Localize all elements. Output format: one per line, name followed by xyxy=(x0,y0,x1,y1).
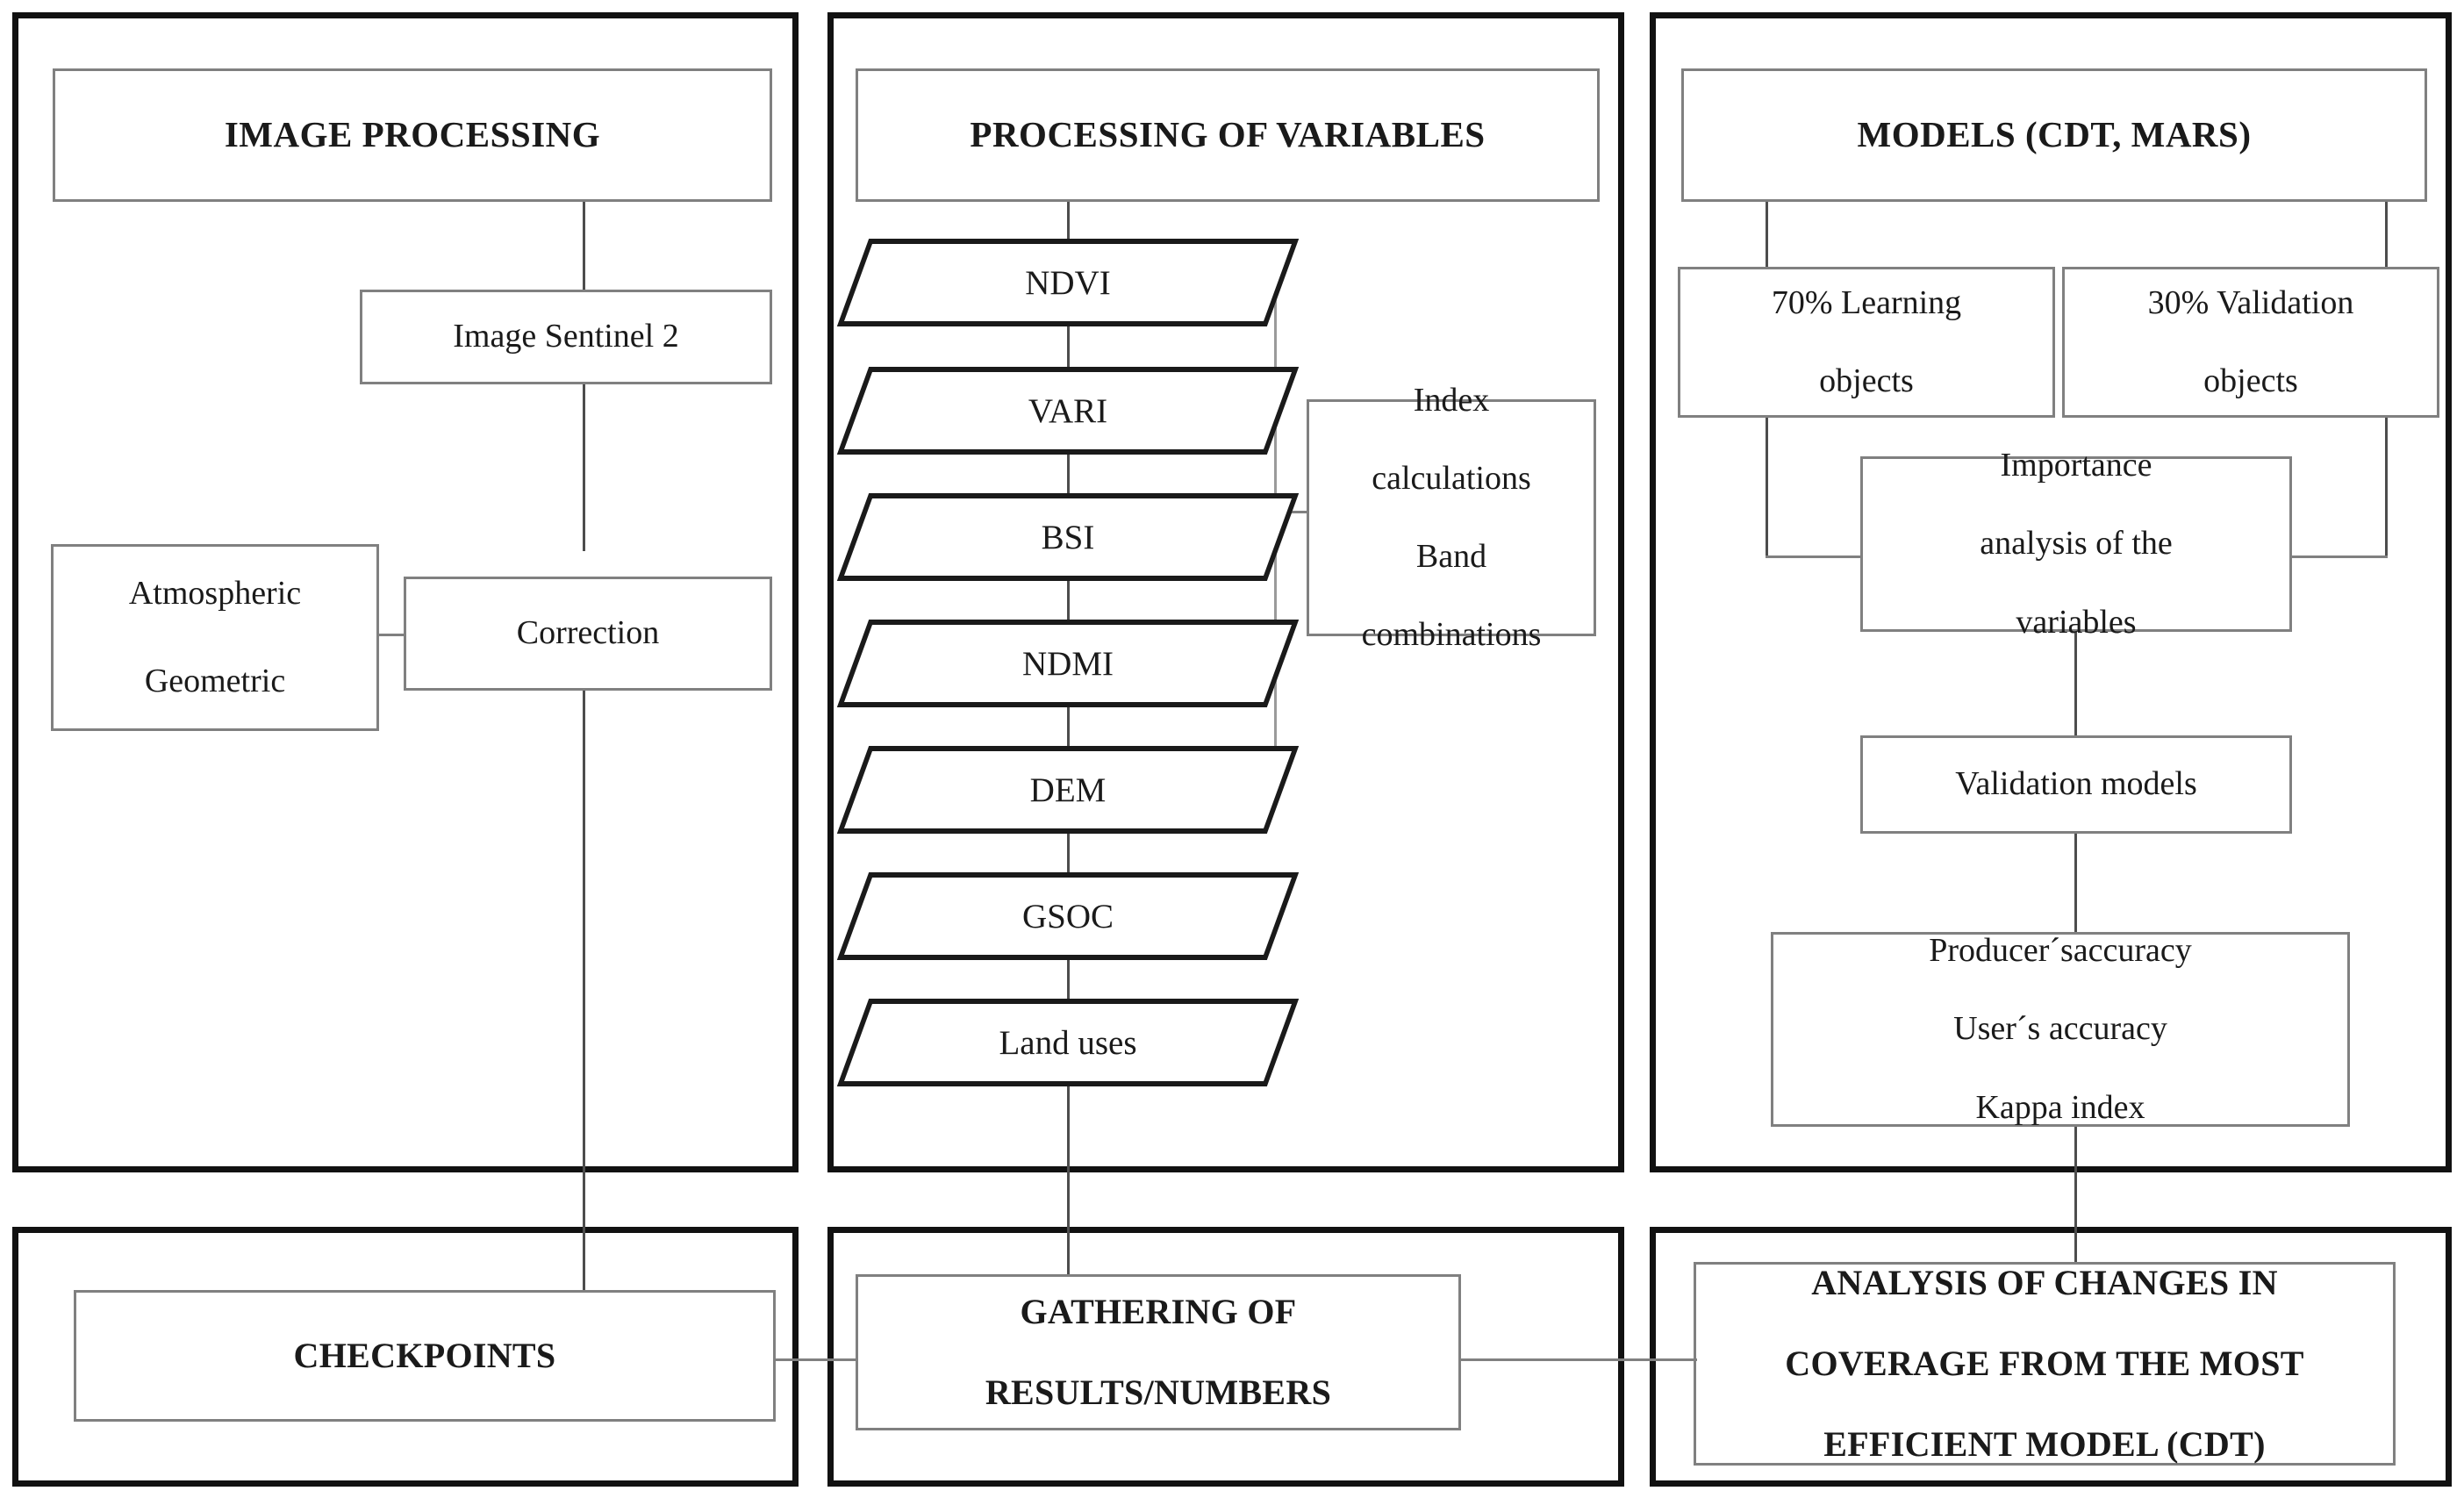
validation-objects-line-1: 30% Validation xyxy=(2147,283,2354,321)
validation-objects-line-2: objects xyxy=(2203,362,2298,399)
header-models: MODELS (CDT, MARS) xyxy=(1681,68,2427,202)
analysis-line-2: COVERAGE FROM THE MOST xyxy=(1785,1344,2304,1383)
index-line-4: combinations xyxy=(1361,616,1542,654)
connector-learning-elbow xyxy=(1766,555,1862,558)
label-variable-dem: DEM xyxy=(1029,771,1107,809)
shape-variable-gsoc: GSOC xyxy=(836,872,1300,960)
label-variable-ndmi: NDMI xyxy=(1022,644,1114,683)
header-models-label: MODELS (CDT, MARS) xyxy=(1857,114,2252,155)
label-variable-ndvi: NDVI xyxy=(1025,263,1111,302)
connector-models-to-validation xyxy=(2385,202,2388,269)
shape-variable-ndmi: NDMI xyxy=(836,620,1300,707)
header-processing-of-variables: PROCESSING OF VARIABLES xyxy=(856,68,1600,202)
accuracy-line-1: Producer´saccuracy xyxy=(1929,932,2192,970)
node-correction: Correction xyxy=(404,577,772,691)
index-line-3: Band xyxy=(1415,538,1487,575)
node-gathering-results: GATHERING OF RESULTS/NUMBERS xyxy=(856,1274,1461,1430)
node-analysis-of-changes: ANALYSIS OF CHANGES IN COVERAGE FROM THE… xyxy=(1694,1262,2396,1466)
node-index-calculations: Index calculations Band combinations xyxy=(1307,382,1596,653)
connector-learning-down xyxy=(1766,418,1768,558)
importance-line-3: variables xyxy=(2016,603,2137,641)
header-image-processing: IMAGE PROCESSING xyxy=(53,68,772,202)
connector-validation-models-to-accuracy xyxy=(2074,834,2077,941)
connector-validation-elbow xyxy=(2290,555,2388,558)
node-checkpoints: CHECKPOINTS xyxy=(74,1290,776,1422)
node-validation-models: Validation models xyxy=(1860,735,2292,834)
gathering-line-2: RESULTS/NUMBERS xyxy=(985,1373,1332,1412)
header-image-processing-label: IMAGE PROCESSING xyxy=(224,114,601,155)
learning-objects-line-1: 70% Learning xyxy=(1771,283,1962,321)
label-variable-vari: VARI xyxy=(1028,391,1108,430)
connector-header-to-ndvi xyxy=(1067,202,1070,244)
index-line-1: Index xyxy=(1413,381,1490,419)
analysis-line-3: EFFICIENT MODEL (CDT) xyxy=(1823,1424,2266,1464)
connector-ndmi-to-dem xyxy=(1067,707,1070,749)
connector-gsoc-to-landuses xyxy=(1067,960,1070,1002)
connector-landuses-to-gathering xyxy=(1067,1086,1070,1367)
node-checkpoints-label: CHECKPOINTS xyxy=(293,1336,556,1375)
connector-correction-to-checkpoints xyxy=(583,691,585,1358)
accuracy-line-2: User´s accuracy xyxy=(1953,1010,2167,1048)
connector-models-to-learning xyxy=(1766,202,1768,269)
label-variable-bsi: BSI xyxy=(1041,518,1095,556)
node-correction-types: Atmospheric Geometric xyxy=(51,544,379,731)
accuracy-line-3: Kappa index xyxy=(1975,1088,2145,1126)
importance-line-1: Importance xyxy=(2000,447,2152,484)
node-importance-analysis: Importance analysis of the variables xyxy=(1860,447,2292,641)
shape-variable-bsi: BSI xyxy=(836,493,1300,581)
connector-validation-down xyxy=(2385,418,2388,558)
node-image-sentinel-2: Image Sentinel 2 xyxy=(360,290,772,384)
connector-importance-to-validation-models xyxy=(2074,632,2077,739)
connector-ndvi-to-vari xyxy=(1067,326,1070,369)
node-validation-models-label: Validation models xyxy=(1955,765,2197,803)
connector-accuracy-to-analysis xyxy=(2074,1127,2077,1294)
connector-dem-to-gsoc xyxy=(1067,834,1070,876)
label-variable-gsoc: GSOC xyxy=(1021,897,1114,935)
importance-line-2: analysis of the xyxy=(1980,525,2173,563)
connector-checkpoints-to-gathering xyxy=(774,1358,858,1361)
connector-bsi-to-ndmi xyxy=(1067,581,1070,621)
connector-bracket-to-index-box xyxy=(1277,511,1308,513)
learning-objects-line-2: objects xyxy=(1819,362,1914,399)
shape-variable-dem: DEM xyxy=(836,746,1300,834)
header-processing-of-variables-label: PROCESSING OF VARIABLES xyxy=(970,114,1486,155)
connector-header-to-sentinel xyxy=(583,202,585,309)
shape-variable-land-uses: Land uses xyxy=(836,999,1300,1086)
connector-sentinel-to-correction xyxy=(583,384,585,551)
node-learning-objects: 70% Learning objects xyxy=(1678,267,2055,418)
correction-type-geometric: Geometric xyxy=(144,662,286,699)
shape-variable-vari: VARI xyxy=(836,367,1300,455)
analysis-line-1: ANALYSIS OF CHANGES IN xyxy=(1811,1263,2278,1302)
gathering-line-1: GATHERING OF xyxy=(1020,1292,1297,1331)
shape-variable-ndvi: NDVI xyxy=(836,239,1300,326)
connector-vari-to-bsi xyxy=(1067,455,1070,497)
node-image-sentinel-2-label: Image Sentinel 2 xyxy=(453,318,679,355)
connector-gathering-to-analysis xyxy=(1458,1358,1697,1361)
label-variable-land-uses: Land uses xyxy=(999,1023,1137,1062)
correction-type-atmospheric: Atmospheric xyxy=(128,575,302,613)
node-validation-objects: 30% Validation objects xyxy=(2062,267,2439,418)
node-accuracy-metrics: Producer´saccuracy User´s accuracy Kappa… xyxy=(1771,932,2350,1127)
connector-types-to-correction xyxy=(377,634,406,636)
index-line-2: calculations xyxy=(1372,459,1531,497)
node-correction-label: Correction xyxy=(516,614,660,652)
